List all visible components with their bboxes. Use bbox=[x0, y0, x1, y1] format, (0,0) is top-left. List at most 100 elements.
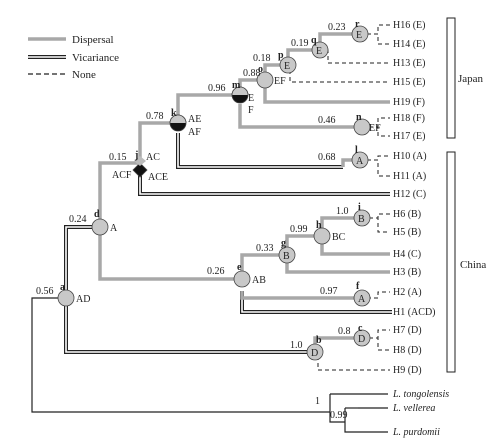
tip-h15-branch bbox=[288, 64, 390, 83]
tip-h14-branch bbox=[360, 33, 390, 45]
node-p-area: E bbox=[284, 61, 290, 72]
node-g-support: 0.33 bbox=[256, 243, 274, 254]
node-k-area2: AF bbox=[188, 127, 201, 138]
outgroup-support-1: 1 bbox=[315, 396, 320, 407]
vic-k-l-inner bbox=[177, 133, 343, 168]
node-q-area: E bbox=[316, 46, 322, 57]
node-l-letter: l bbox=[355, 145, 358, 156]
disp-j-k bbox=[138, 121, 178, 163]
node-r-circle bbox=[351, 25, 369, 43]
node-k-top-half bbox=[169, 114, 187, 123]
outgroup-branches bbox=[31, 297, 388, 433]
tip-label: H9 (D) bbox=[393, 365, 422, 376]
node-p-letter: p bbox=[278, 50, 284, 61]
node-l-area: A bbox=[356, 156, 364, 167]
node-m-support: 0.96 bbox=[208, 83, 226, 94]
node-i-letter: i bbox=[358, 202, 361, 213]
node-n-support: 0.46 bbox=[318, 115, 336, 126]
tip-labels: H16 (E) H14 (E) H13 (E) H15 (E) H19 (F) … bbox=[392, 20, 449, 438]
node-o-circle bbox=[256, 71, 274, 89]
node-h-support: 0.99 bbox=[290, 224, 308, 235]
node-c-area: D bbox=[358, 334, 365, 345]
node-j-area: AC bbox=[146, 152, 160, 163]
node-f-support: 0.97 bbox=[320, 286, 338, 297]
node-letters: a d j k m o p q r n l e g h i f b c bbox=[60, 19, 363, 346]
node-n-letter: n bbox=[356, 112, 362, 123]
group-china: China bbox=[446, 151, 486, 373]
tip-label: H1 (ACD) bbox=[393, 307, 436, 318]
node-q-circle bbox=[311, 41, 329, 59]
node-b-support: 1.0 bbox=[290, 340, 303, 351]
grey-to-tip-links bbox=[313, 158, 362, 352]
china-label: China bbox=[460, 259, 486, 271]
vicariance-branches bbox=[64, 133, 392, 354]
node-a-circle bbox=[57, 289, 75, 307]
node-o-support: 0.88 bbox=[243, 68, 261, 79]
vic-a-d-inner bbox=[65, 226, 100, 296]
node-d-letter: d bbox=[94, 209, 100, 220]
node-n-circle bbox=[353, 118, 371, 136]
legend: Dispersal Vicariance None bbox=[28, 34, 119, 81]
china-bracket bbox=[446, 151, 456, 373]
node-circles bbox=[57, 25, 371, 361]
node-j-diamond bbox=[132, 162, 148, 178]
node-j-support: 0.15 bbox=[109, 152, 127, 163]
tip-label: H17 (E) bbox=[393, 131, 426, 142]
node-h-area: BC bbox=[332, 232, 346, 243]
node-e-letter: e bbox=[237, 262, 242, 273]
vic-a-b-outer bbox=[64, 302, 315, 354]
group-japan: Japan bbox=[446, 17, 484, 139]
node-j-area2: ACF bbox=[112, 170, 132, 181]
legend-none-label: None bbox=[72, 69, 96, 81]
tip-label: H13 (E) bbox=[393, 58, 426, 69]
node-a-area: AD bbox=[76, 294, 90, 305]
tip-label: H16 (E) bbox=[393, 20, 426, 31]
node-a-letter: a bbox=[60, 282, 65, 293]
node-l-support: 0.68 bbox=[318, 152, 336, 163]
vic-j-h12-outer bbox=[138, 173, 390, 196]
tip-h11-branch bbox=[360, 159, 390, 177]
node-k-letter: k bbox=[171, 108, 177, 119]
disp-e-f bbox=[240, 291, 362, 300]
node-q-letter: q bbox=[311, 35, 317, 46]
node-o-area: EF bbox=[274, 76, 286, 87]
tip-label: H7 (D) bbox=[393, 325, 422, 336]
tip-label: H19 (F) bbox=[393, 97, 425, 108]
outgroup-label-vellerea: L. vellerea bbox=[392, 403, 435, 414]
none-branches bbox=[288, 24, 390, 371]
support-values: 0.56 0.24 0.15 0.78 0.96 0.88 0.18 0.19 … bbox=[36, 22, 351, 421]
node-d-support: 0.24 bbox=[69, 214, 87, 225]
node-k-support: 0.78 bbox=[146, 111, 164, 122]
node-g-area: B bbox=[283, 251, 290, 262]
node-p-support: 0.18 bbox=[253, 53, 271, 64]
node-j-letter: j bbox=[134, 150, 138, 161]
node-f-area: A bbox=[358, 294, 366, 305]
outgroup-label-tongolensis: L. tongolensis bbox=[392, 389, 449, 400]
tip-label: H10 (A) bbox=[393, 151, 427, 162]
node-e-circle bbox=[233, 270, 251, 288]
node-l-circle bbox=[351, 151, 369, 169]
tip-label: H6 (B) bbox=[393, 209, 421, 220]
node-j-area3: ACE bbox=[148, 172, 168, 183]
disp-d-e bbox=[98, 227, 242, 281]
tip-label: H12 (C) bbox=[393, 189, 426, 200]
vic-a-d-outer bbox=[64, 225, 100, 296]
disp-d-j bbox=[98, 161, 140, 219]
node-e-support: 0.26 bbox=[207, 266, 225, 277]
node-d-area: A bbox=[110, 223, 118, 234]
legend-dispersal-label: Dispersal bbox=[72, 34, 114, 46]
node-b-area: D bbox=[311, 348, 318, 359]
tip-label: H15 (E) bbox=[393, 77, 426, 88]
node-f-circle bbox=[353, 289, 371, 307]
tip-label: H2 (A) bbox=[393, 287, 422, 298]
branch-outgroup-inner bbox=[344, 408, 358, 433]
tip-h13-branch bbox=[320, 49, 390, 64]
node-f-letter: f bbox=[356, 281, 360, 292]
node-r-area: E bbox=[356, 30, 362, 41]
node-g-letter: g bbox=[281, 238, 286, 249]
tip-label: H18 (F) bbox=[393, 113, 425, 124]
vic-a-b-inner bbox=[65, 302, 315, 353]
node-n-area: EF bbox=[369, 123, 381, 134]
outgroup-support-2: 0.99 bbox=[330, 410, 348, 421]
